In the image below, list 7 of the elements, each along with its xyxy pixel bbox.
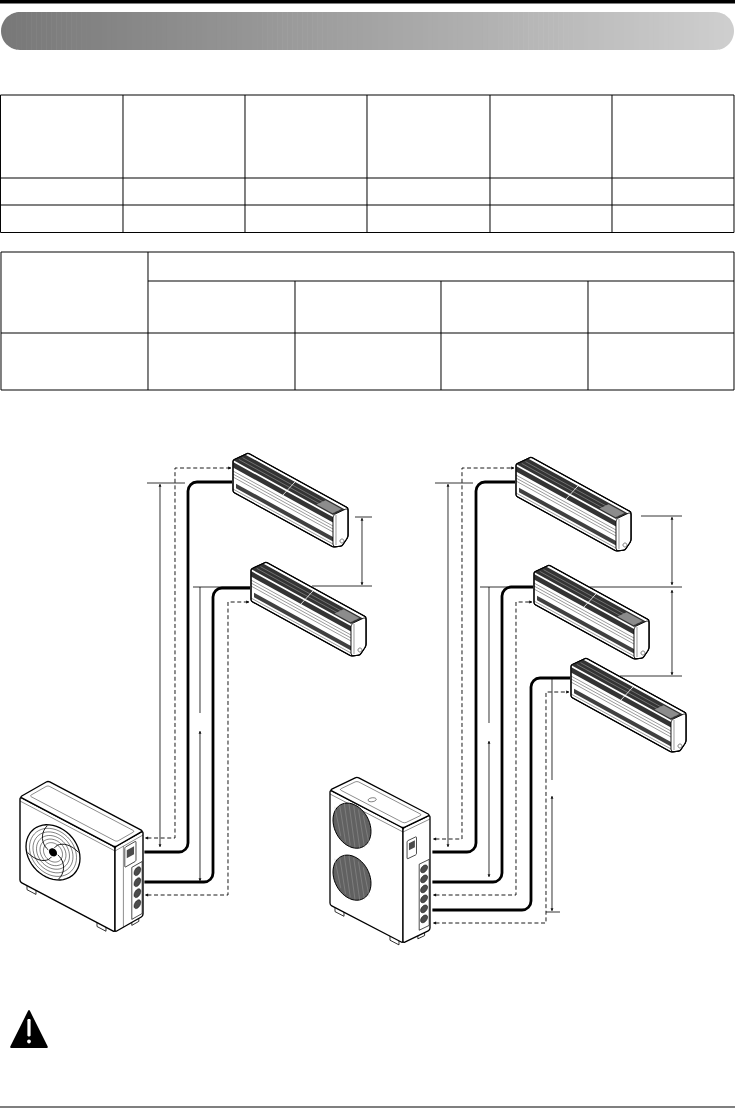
indoor-unit (533, 564, 650, 660)
outdoor-unit (19, 780, 144, 932)
outdoor-unit (329, 776, 431, 946)
indoor-unit (232, 452, 349, 548)
indoor-unit (250, 561, 367, 657)
indoor-unit (515, 456, 632, 552)
indoor-unit (570, 657, 687, 753)
